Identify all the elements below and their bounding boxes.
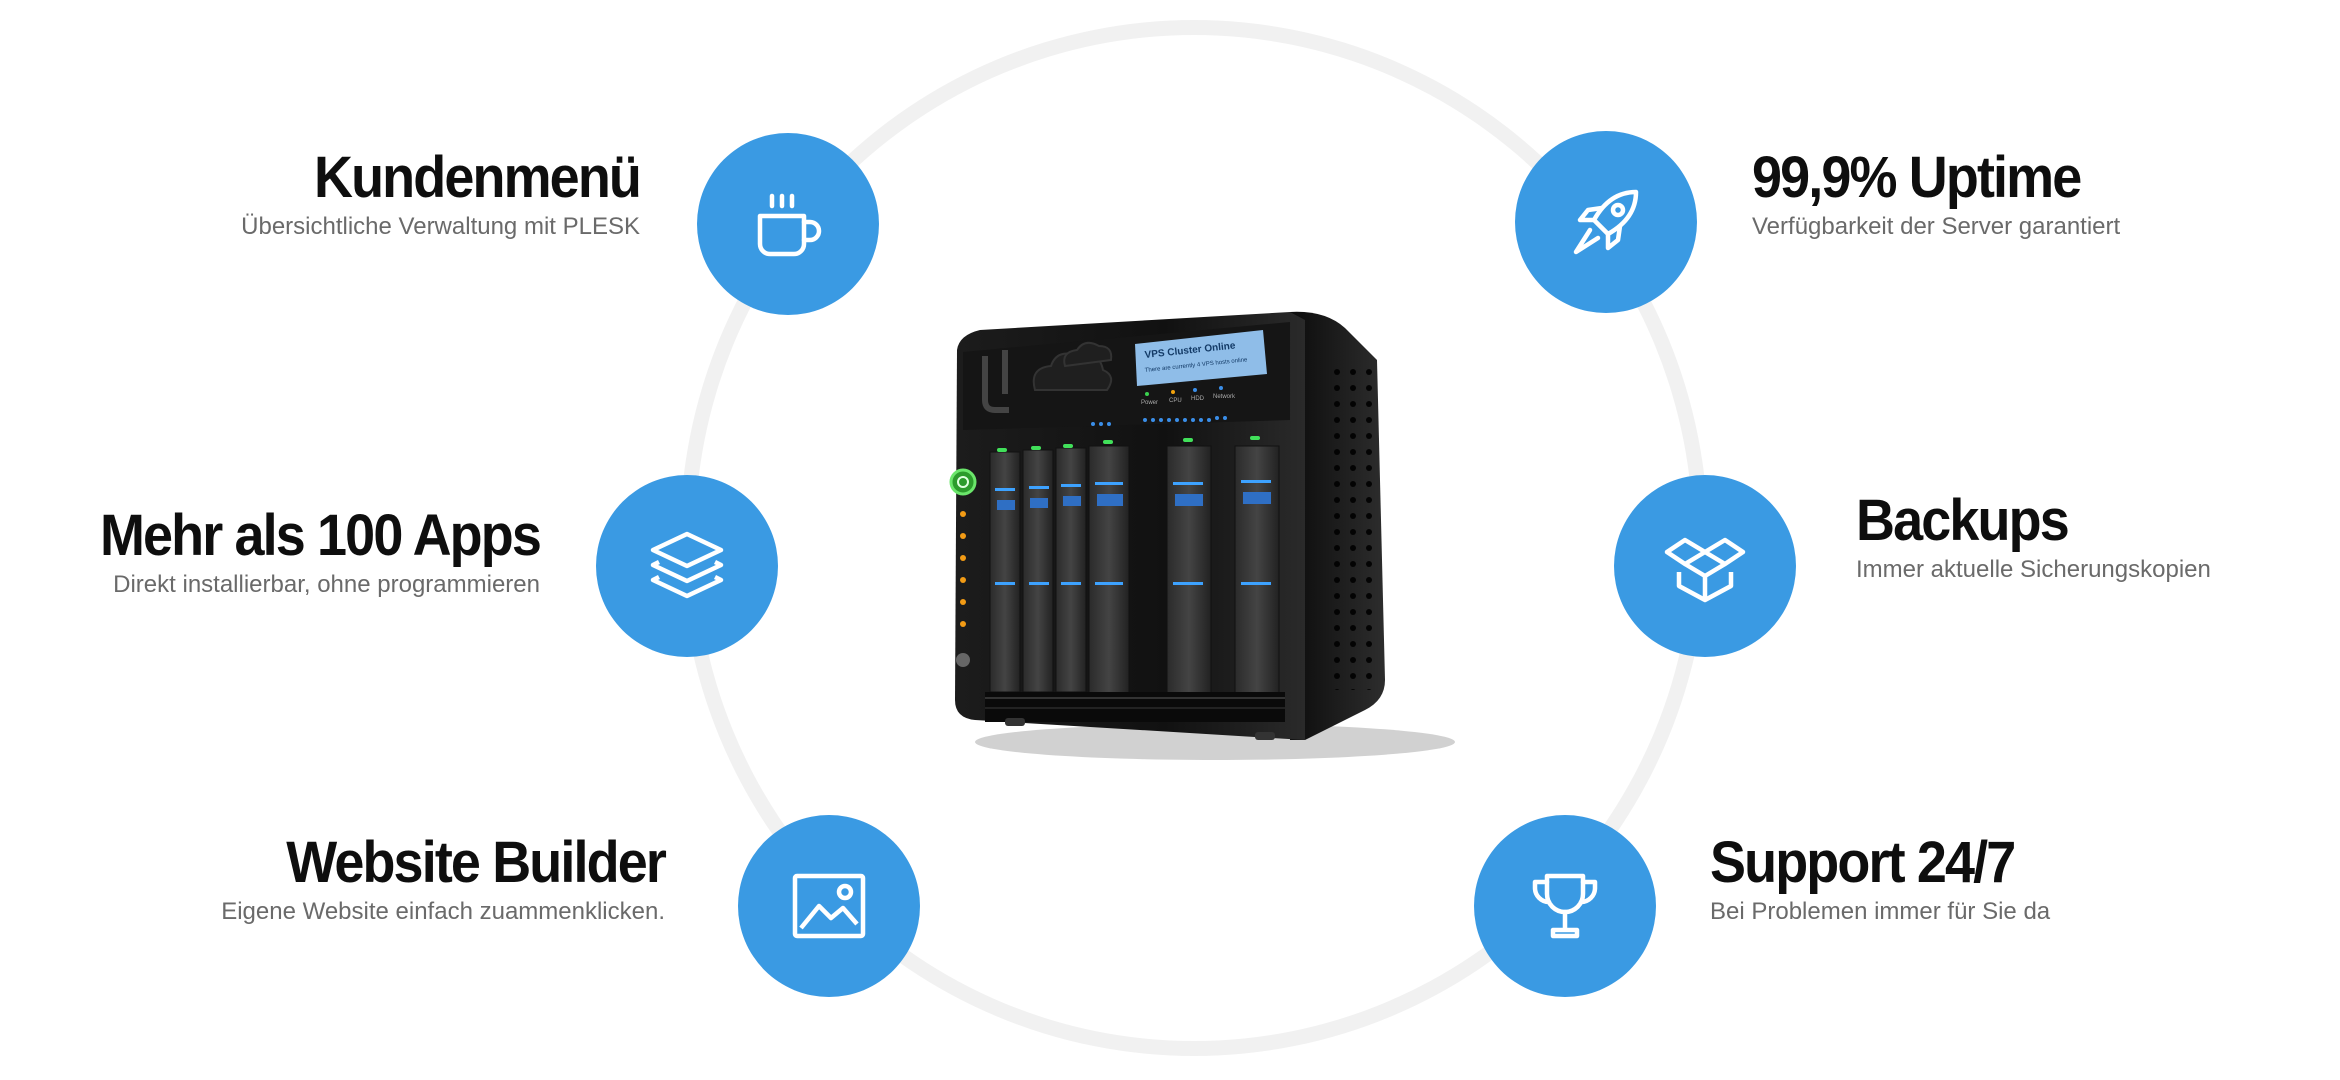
feature-bubble-uptime — [1515, 131, 1697, 313]
feature-subtitle: Immer aktuelle Sicherungskopien — [1856, 556, 2211, 583]
feature-bubble-backups — [1614, 475, 1796, 657]
trophy-icon — [1532, 873, 1598, 939]
feature-uptime: 99,9% Uptime Verfügbarkeit der Server ga… — [1752, 145, 2340, 243]
feature-subtitle: Verfügbarkeit der Server garantiert — [1752, 213, 2121, 240]
feature-title: Website Builder — [286, 830, 667, 895]
feature-title: Backups — [1856, 488, 2070, 553]
feature-title: Kundenmenü — [313, 145, 642, 210]
feature-apps: Mehr als 100 Apps Direkt installierbar, … — [0, 503, 542, 601]
image-icon — [792, 873, 866, 939]
feature-bubble-kundenmenu — [697, 133, 879, 315]
feature-subtitle: Eigene Website einfach zuammenklicken. — [221, 898, 665, 925]
feature-title: Mehr als 100 Apps — [99, 503, 542, 568]
feature-title: Support 24/7 — [1710, 830, 2016, 895]
coffee-cup-icon — [757, 193, 822, 257]
feature-backups: Backups Immer aktuelle Sicherungskopien — [1856, 488, 2340, 586]
feature-subtitle: Direkt installierbar, ohne programmieren — [113, 571, 540, 598]
indicator-label: Network — [1213, 394, 1236, 400]
feature-subtitle: Übersichtliche Verwaltung mit PLESK — [241, 213, 640, 240]
layers-icon — [650, 531, 724, 599]
feature-title: 99,9% Uptime — [1752, 145, 2082, 210]
server-device-image: VPS Cluster Online There are currently 4… — [949, 311, 1455, 760]
indicator-label: CPU — [1169, 398, 1182, 404]
feature-builder: Website Builder Eigene Website einfach z… — [45, 830, 667, 928]
box-icon — [1664, 537, 1746, 603]
feature-bubble-support — [1474, 815, 1656, 997]
feature-support: Support 24/7 Bei Problemen immer für Sie… — [1710, 830, 2330, 928]
feature-subtitle: Bei Problemen immer für Sie da — [1710, 898, 2051, 925]
rocket-icon — [1573, 189, 1639, 255]
feature-bubble-apps — [596, 475, 778, 657]
feature-bubble-builder — [738, 815, 920, 997]
indicator-label: HDD — [1191, 396, 1205, 402]
feature-kundenmenu: Kundenmenü Übersichtliche Verwaltung mit… — [20, 145, 642, 243]
indicator-label: Power — [1141, 400, 1158, 406]
